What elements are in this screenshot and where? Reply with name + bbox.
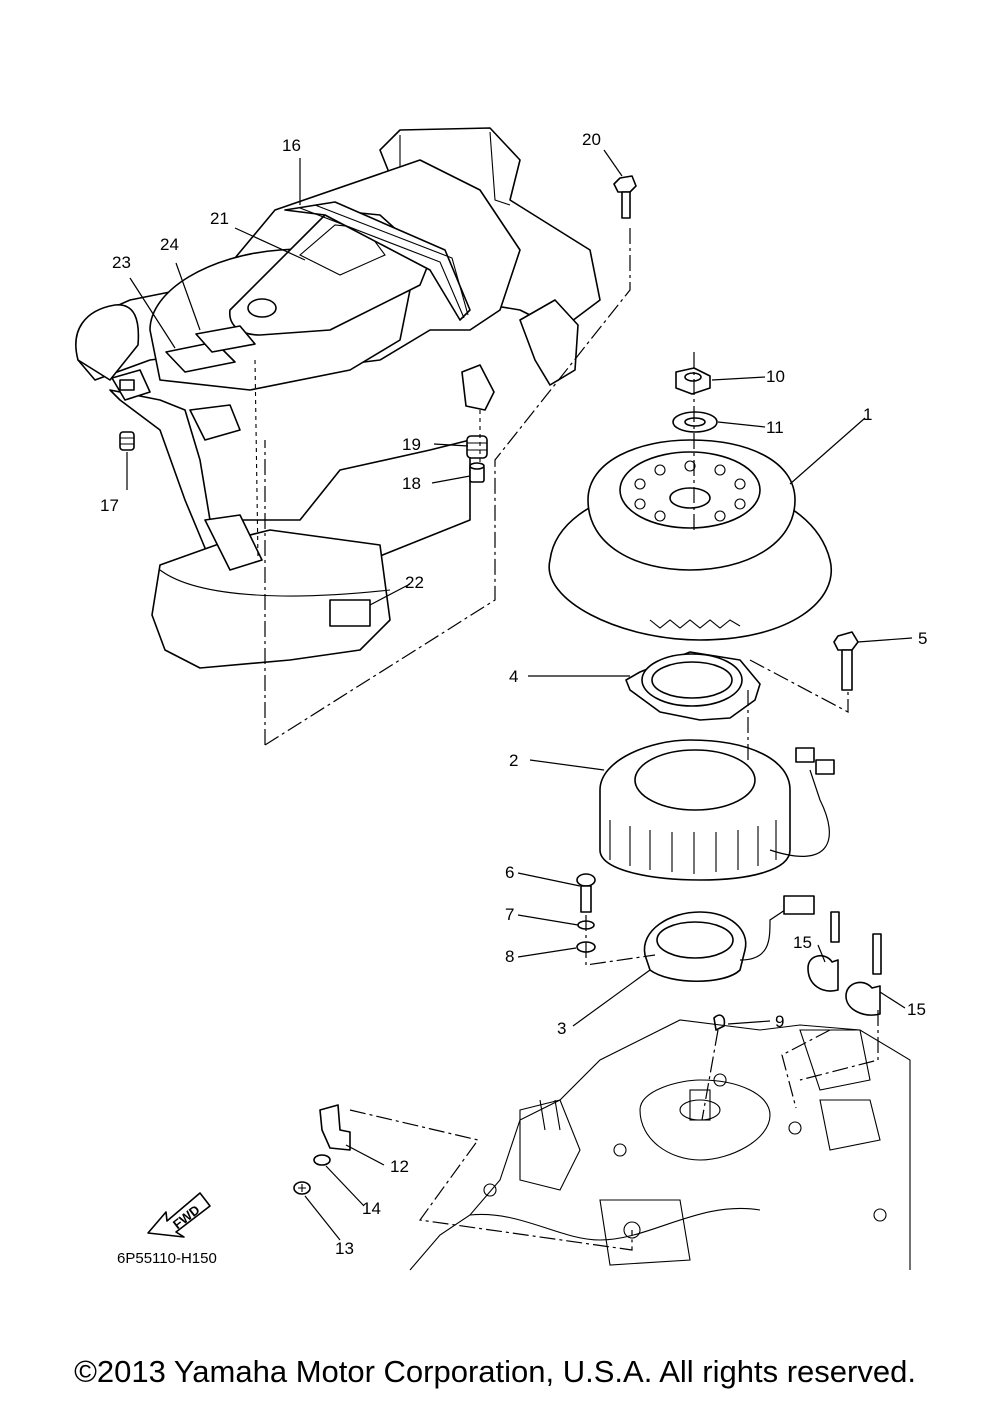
pulser-coil-3 [643, 895, 815, 982]
grommet-17 [119, 431, 135, 451]
washer-11 [672, 411, 718, 433]
engine-block [409, 1019, 911, 1271]
collar-18 [469, 462, 485, 483]
callout-7: 7 [505, 905, 514, 924]
flywheel-1 [548, 439, 833, 641]
callout-12: 12 [390, 1157, 409, 1176]
callout-labels: 1 2 3 4 5 6 7 8 9 10 11 12 13 14 15 15 1… [100, 130, 927, 1258]
callout-23: 23 [112, 253, 131, 272]
woodruff-key-9 [713, 1014, 726, 1031]
grommet-19 [466, 435, 488, 459]
callout-2: 2 [509, 751, 518, 770]
fwd-arrow-icon: FWD [147, 1192, 211, 1238]
callout-9: 9 [775, 1012, 784, 1031]
callout-5: 5 [918, 629, 927, 648]
callout-24: 24 [160, 235, 179, 254]
flywheel-cover [75, 127, 601, 669]
callout-13: 13 [335, 1239, 354, 1258]
screw-13 [293, 1181, 311, 1195]
callout-3: 3 [557, 1019, 566, 1038]
callout-15-b: 15 [907, 1000, 926, 1019]
callout-19: 19 [402, 435, 421, 454]
leader-lines [126, 149, 913, 1241]
callout-18: 18 [402, 474, 421, 493]
callout-15-a: 15 [793, 933, 812, 952]
callout-14: 14 [362, 1199, 381, 1218]
bracket-12 [319, 1104, 351, 1151]
nut-10 [675, 367, 711, 395]
callout-16: 16 [282, 136, 301, 155]
callout-17: 17 [100, 496, 119, 515]
stator-2 [599, 739, 835, 881]
clamp-15-b [845, 933, 882, 1016]
callout-11: 11 [766, 418, 784, 437]
callout-22: 22 [405, 573, 424, 592]
callout-6: 6 [505, 863, 514, 882]
bolt-20 [613, 175, 637, 219]
clamp-15-a [807, 911, 840, 992]
callout-4: 4 [509, 667, 518, 686]
callout-20: 20 [582, 130, 601, 149]
washer-14 [313, 1154, 331, 1166]
drawing-code: 6P55110-H150 [117, 1250, 217, 1267]
callout-8: 8 [505, 947, 514, 966]
callout-10: 10 [766, 367, 785, 386]
bolt-5 [833, 631, 859, 691]
base-plate-4 [625, 651, 761, 721]
callout-1: 1 [863, 405, 872, 424]
screw-6 [576, 873, 596, 913]
alignment-lines [254, 228, 879, 1251]
copyright-notice: ©2013 Yamaha Motor Corporation, U.S.A. A… [74, 1354, 916, 1389]
callout-21: 21 [210, 209, 229, 228]
